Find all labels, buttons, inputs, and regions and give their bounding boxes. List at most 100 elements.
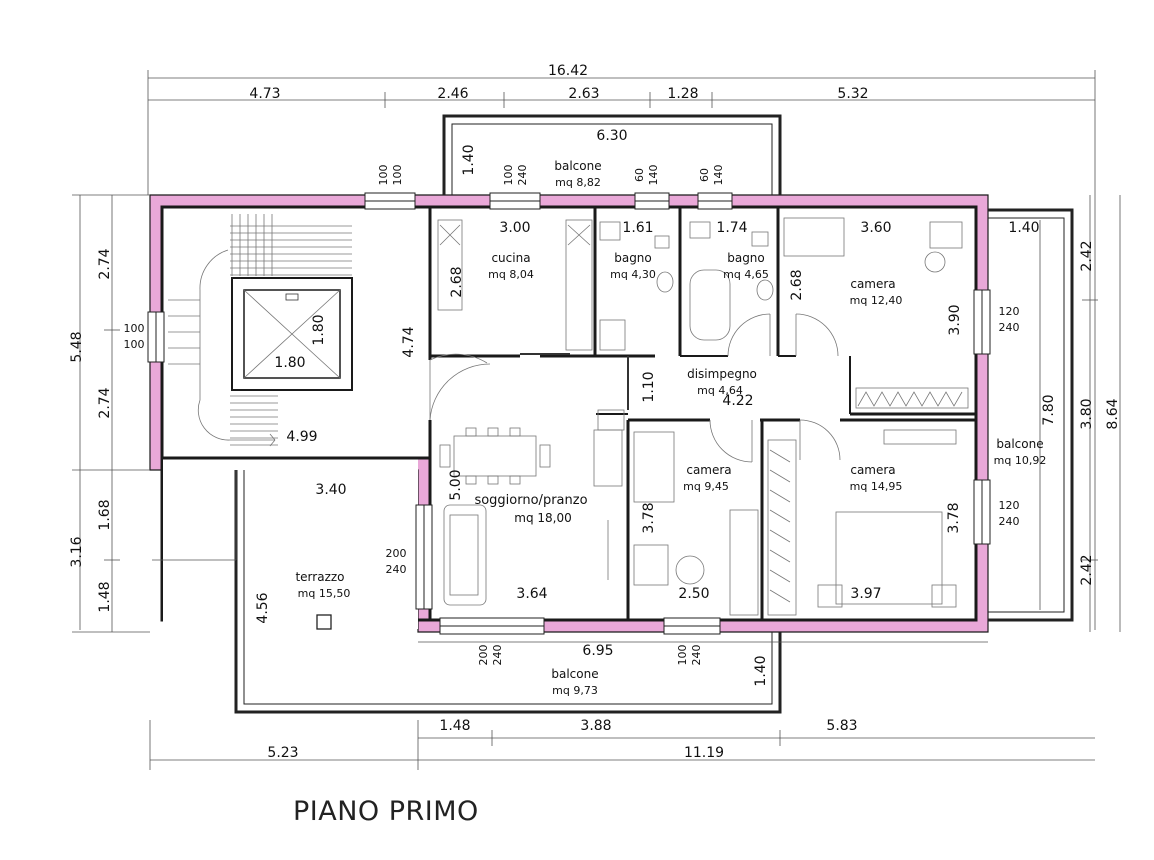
win-sogg-b: 240 (386, 563, 407, 576)
dim-top-3: 2.63 (568, 86, 599, 102)
balconies (234, 114, 1074, 714)
win-right1-b: 240 (999, 321, 1020, 334)
room-soggiorno-name: soggiorno/pranzo (474, 493, 587, 508)
dim-top-4: 1.28 (667, 86, 698, 102)
balcone-top-area: mq 8,82 (555, 176, 601, 189)
room-bagno2-name: bagno (727, 251, 765, 265)
win-top3-b: 140 (647, 165, 660, 186)
dim-left-3-16: 3.16 (69, 536, 85, 567)
dim-right-7-80: 7.80 (1041, 394, 1057, 425)
dim-bottom-5-23: 5.23 (267, 745, 298, 761)
room-bagno1-name: bagno (614, 251, 652, 265)
win-top1-a: 100 (377, 165, 390, 186)
dim-cucina-h: 2.68 (449, 266, 465, 297)
dim-soggiorno-w: 3.64 (516, 586, 547, 602)
interior-walls (428, 207, 976, 620)
balcone-right-name: balcone (996, 437, 1043, 451)
win-sogg-a: 200 (386, 547, 407, 560)
room-camera2-name: camera (686, 463, 731, 477)
dim-lift-w: 1.80 (274, 355, 305, 371)
win-bot2-a: 100 (676, 645, 689, 666)
dim-bottom-1-48: 1.48 (439, 718, 470, 734)
room-disimpegno-area: mq 4,64 (697, 384, 743, 397)
win-top2-a: 100 (502, 165, 515, 186)
dim-camera3-w: 3.97 (850, 586, 881, 602)
dim-camera1-w: 3.60 (860, 220, 891, 236)
furniture (316, 217, 969, 630)
balcone-bottom-name: balcone (551, 667, 598, 681)
win-bot1-a: 200 (477, 645, 490, 666)
dim-stair-h: 4.74 (401, 326, 417, 357)
balcone-right-area: mq 10,92 (994, 454, 1047, 467)
dim-right-2-42a: 2.42 (1079, 240, 1095, 271)
room-camera2-area: mq 9,45 (683, 480, 729, 493)
room-camera1-area: mq 12,40 (850, 294, 903, 307)
win-right1-a: 120 (999, 305, 1020, 318)
dim-left-1-48: 1.48 (97, 581, 113, 612)
staircase (168, 214, 353, 447)
win-left-a: 100 (124, 322, 145, 335)
dim-right-3-80: 3.80 (1079, 398, 1095, 429)
dim-lift-h: 1.80 (311, 314, 327, 345)
win-top2-b: 240 (516, 165, 529, 186)
dimension-labels: 16.42 4.73 2.46 2.63 1.28 5.32 6.30 1.40… (69, 63, 1121, 761)
dim-bagno1-w: 1.61 (622, 220, 653, 236)
dim-balcony-top-width: 6.30 (596, 128, 627, 144)
dim-top-2: 2.46 (437, 86, 468, 102)
dim-balcony-top-depth: 1.40 (461, 144, 477, 175)
room-camera3-name: camera (850, 463, 895, 477)
dim-bottom-11-19: 11.19 (684, 745, 724, 761)
dim-right-2-42b: 2.42 (1079, 554, 1095, 585)
room-soggiorno-area: mq 18,00 (514, 511, 571, 525)
dim-left-1-68: 1.68 (97, 499, 113, 530)
dim-disimpegno-w: 4.22 (722, 393, 753, 409)
dim-top-5: 5.32 (837, 86, 868, 102)
dim-balcony-bottom-d: 1.40 (753, 655, 769, 686)
dim-stair-w: 4.99 (286, 429, 317, 445)
balcone-bottom-area: mq 9,73 (552, 684, 598, 697)
win-bot2-b: 240 (690, 645, 703, 666)
dim-camera3-h: 3.78 (946, 502, 962, 533)
dim-cucina-w: 3.00 (499, 220, 530, 236)
dim-left-5-48: 5.48 (69, 331, 85, 362)
room-bagno1-area: mq 4,30 (610, 268, 656, 281)
dim-camera2-h: 3.78 (641, 502, 657, 533)
window-labels: 100 100 100 240 60 140 60 140 100 100 12… (124, 165, 1020, 666)
dim-right-balcony-w: 1.40 (1008, 220, 1039, 236)
dim-left-2-74a: 2.74 (97, 248, 113, 279)
dim-terrazzo-w: 3.40 (315, 482, 346, 498)
dim-balcony-bottom-w: 6.95 (582, 643, 613, 659)
dim-camera2-w: 2.50 (678, 586, 709, 602)
win-bot1-b: 240 (491, 645, 504, 666)
windows (147, 192, 991, 635)
dim-bottom-5-83: 5.83 (826, 718, 857, 734)
room-cucina-name: cucina (491, 251, 530, 265)
terrazzo-area: mq 15,50 (298, 587, 351, 600)
room-camera3-area: mq 14,95 (850, 480, 903, 493)
terrazzo-name: terrazzo (295, 570, 344, 584)
dim-terrazzo-h: 4.56 (255, 592, 271, 623)
dim-bagno2-h: 2.68 (789, 269, 805, 300)
win-top4-a: 60 (698, 168, 711, 182)
dim-disimpegno-h: 1.10 (641, 371, 657, 402)
dim-camera1-h: 3.90 (947, 304, 963, 335)
win-top1-b: 100 (391, 165, 404, 186)
dim-soggiorno-h: 5.00 (448, 469, 464, 500)
dim-left-2-74b: 2.74 (97, 387, 113, 418)
dim-top-1: 4.73 (249, 86, 280, 102)
plan-title: PIANO PRIMO (293, 796, 479, 827)
win-left-b: 100 (124, 338, 145, 351)
win-right2-a: 120 (999, 499, 1020, 512)
dim-bagno2-w: 1.74 (716, 220, 747, 236)
win-top3-a: 60 (633, 168, 646, 182)
room-camera1-name: camera (850, 277, 895, 291)
room-disimpegno-name: disimpegno (687, 367, 757, 381)
room-labels: cucina mq 8,04 bagno mq 4,30 bagno mq 4,… (295, 159, 1046, 697)
doors (429, 313, 841, 463)
dim-overall-top: 16.42 (548, 63, 588, 79)
room-bagno2-area: mq 4,65 (723, 268, 769, 281)
dim-bottom-3-88: 3.88 (580, 718, 611, 734)
dimension-lines (72, 70, 1121, 770)
dim-right-8-64: 8.64 (1105, 398, 1121, 429)
